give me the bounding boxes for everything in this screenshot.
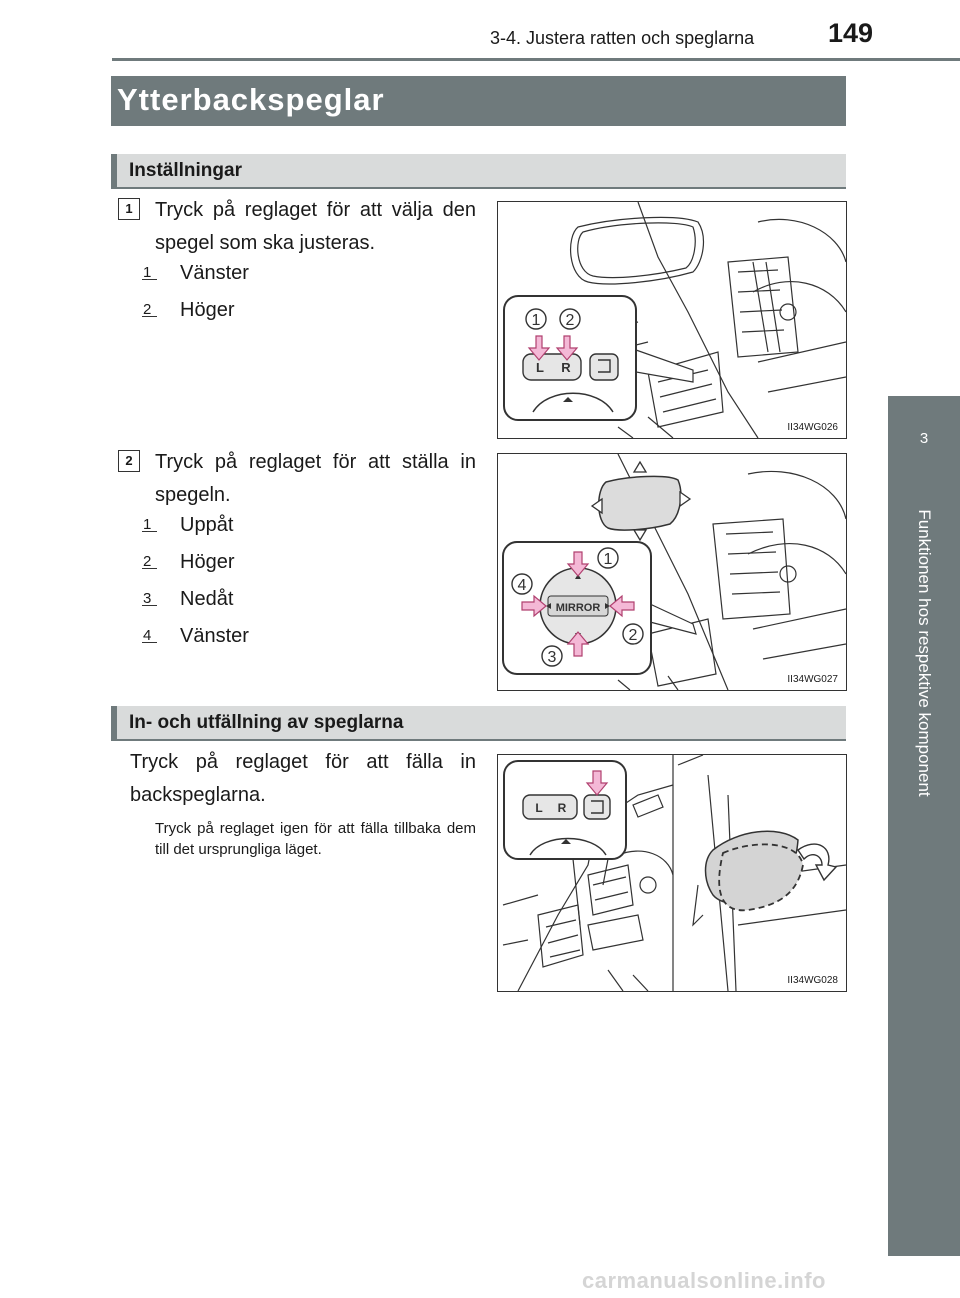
section-heading-accent [111, 706, 117, 739]
item-number: 1 [141, 516, 158, 533]
side-tab-label: Funktionen hos respektive komponent [915, 509, 934, 797]
callout-4: 4 [518, 577, 527, 594]
figure-select-mirror: 1 2 L R II34WG026 [497, 201, 847, 439]
item-number: 3 [141, 590, 158, 607]
item-label: Vänster [180, 625, 249, 647]
section-heading-accent [111, 154, 117, 187]
switch-label-L: L [536, 360, 544, 375]
figure-select-mirror-illustration: 1 2 L R [503, 202, 846, 438]
step-number-badge: 2 [118, 450, 140, 472]
item-label: Uppåt [180, 514, 234, 536]
figure-code: II34WG028 [787, 975, 838, 986]
chapter-side-tab [888, 396, 960, 1256]
callout-3: 3 [548, 649, 557, 666]
switch-label-L: L [535, 801, 542, 815]
folding-instruction: Tryck på reglaget för att fälla in backs… [130, 751, 476, 806]
side-tab-chapter-number: 3 [919, 430, 929, 447]
switch-label-R: R [561, 360, 571, 375]
item-number: 4 [141, 627, 158, 644]
section-heading-folding: In- och utfällning av speglarna [111, 706, 846, 741]
figure-code: II34WG027 [787, 674, 838, 685]
section-heading-text: Inställningar [129, 160, 242, 181]
section-heading-settings: Inställningar [111, 154, 846, 189]
chapter-header: 3-4. Justera ratten och speglarna [490, 28, 755, 48]
callout-1: 1 [532, 312, 541, 329]
section-heading-text: In- och utfällning av speglarna [129, 712, 404, 733]
page-title: Ytterbackspeglar [117, 82, 385, 117]
item-number: 1 [141, 264, 158, 281]
item-number: 2 [141, 553, 158, 570]
title-bar [111, 76, 846, 126]
footer-watermark: carmanualsonline.info [582, 1268, 826, 1293]
item-label: Höger [180, 551, 235, 573]
callout-2: 2 [566, 312, 575, 329]
item-label: Nedåt [180, 588, 234, 610]
item-number: 2 [141, 301, 158, 318]
step-instruction: Tryck på reglaget för att välja den speg… [155, 199, 476, 254]
step-number-badge: 1 [118, 198, 140, 220]
item-label: Höger [180, 299, 235, 321]
step-instruction: Tryck på reglaget för att ställa in speg… [155, 451, 476, 506]
header-divider [112, 58, 960, 61]
item-label: Vänster [180, 262, 249, 284]
figure-fold-mirror-illustration: L R [502, 755, 846, 991]
folding-note: Tryck på reglaget igen för att fälla til… [155, 820, 476, 858]
page-number: 149 [828, 18, 874, 48]
switch-label-R: R [558, 801, 567, 815]
switch-label-mirror: MIRROR [556, 602, 601, 614]
figure-fold-mirror: L R II34WG028 [497, 754, 847, 992]
callout-2: 2 [629, 627, 638, 644]
figure-adjust-mirror-illustration: MIRROR 1 2 3 4 [502, 454, 846, 690]
callout-1: 1 [604, 551, 613, 568]
figure-code: II34WG026 [787, 422, 838, 433]
figure-adjust-mirror: MIRROR 1 2 3 4 II34WG027 [497, 453, 847, 691]
